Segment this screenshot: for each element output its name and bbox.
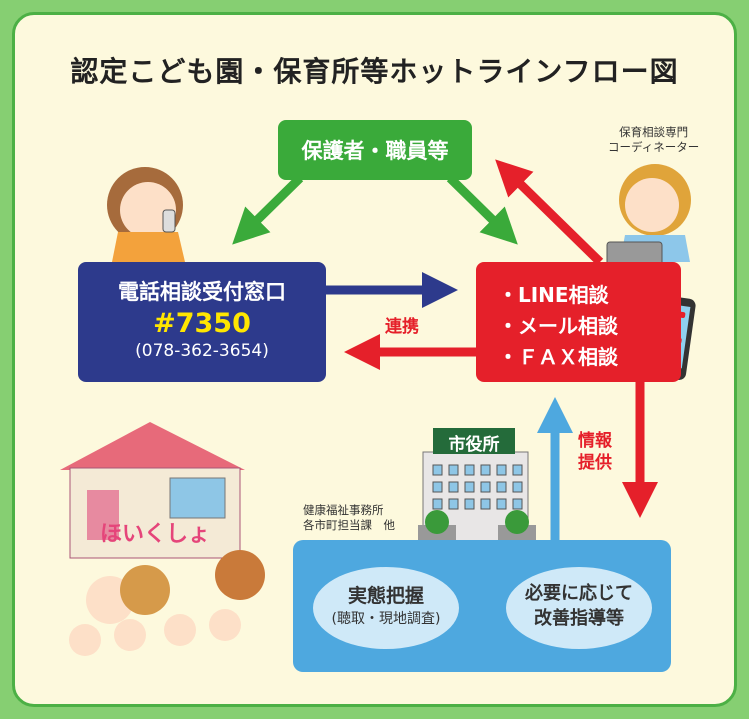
- info-label-line1: 情報: [578, 431, 612, 451]
- step-guidance: 必要に応じて 改善指導等: [506, 567, 652, 649]
- phone-alt-number: (078-362-3654): [135, 341, 269, 361]
- info-label: 情報 提供: [578, 430, 612, 474]
- phone-window-box: 電話相談受付窓口 #7350 (078-362-3654): [78, 262, 326, 382]
- guardians-box: 保護者・職員等: [278, 120, 472, 180]
- arrow-guardians-to-consult: [446, 174, 518, 245]
- step-fact-finding-main: 実態把握: [347, 585, 424, 607]
- arrow-consult-to-guardians: [495, 159, 604, 266]
- step-fact-finding-sub: (聴取・現地調査): [331, 611, 441, 627]
- step-fact-finding: 実態把握 (聴取・現地調査): [313, 567, 459, 649]
- nursery-illustration: [60, 422, 265, 656]
- city-hall-illustration: [418, 428, 536, 543]
- coordinator-illustration: [606, 164, 691, 275]
- department-2: 各市町担当課 他: [303, 518, 395, 532]
- coordinator-label: 保育相談専門 コーディネーター: [608, 125, 699, 155]
- info-label-line2: 提供: [578, 453, 612, 473]
- consult-line: ・LINE相談: [498, 283, 609, 307]
- phone-number: #7350: [153, 308, 251, 339]
- phone-window-label: 電話相談受付窓口: [118, 280, 286, 304]
- nursery-sign: ほいくしょ: [100, 522, 210, 547]
- step-guidance-line1: 必要に応じて: [525, 583, 633, 604]
- page-title: 認定こども園・保育所等ホットラインフロー図: [70, 55, 679, 88]
- department-1: 健康福祉事務所: [303, 503, 384, 517]
- consult-mail: ・メール相談: [498, 314, 618, 338]
- coordinator-line2: コーディネーター: [608, 140, 700, 154]
- coordinator-line1: 保育相談専門: [619, 125, 689, 139]
- consult-fax: ・ＦＡＸ相談: [498, 345, 618, 369]
- caller-illustration: [107, 167, 185, 262]
- step-guidance-line2: 改善指導等: [534, 608, 624, 629]
- arrow-guardians-to-phone: [232, 174, 304, 245]
- link-label: 連携: [385, 317, 419, 337]
- consult-box: ・LINE相談 ・メール相談 ・ＦＡＸ相談: [476, 262, 681, 382]
- city-hall-sign: 市役所: [448, 435, 500, 455]
- departments-label: 健康福祉事務所 各市町担当課 他: [303, 503, 395, 533]
